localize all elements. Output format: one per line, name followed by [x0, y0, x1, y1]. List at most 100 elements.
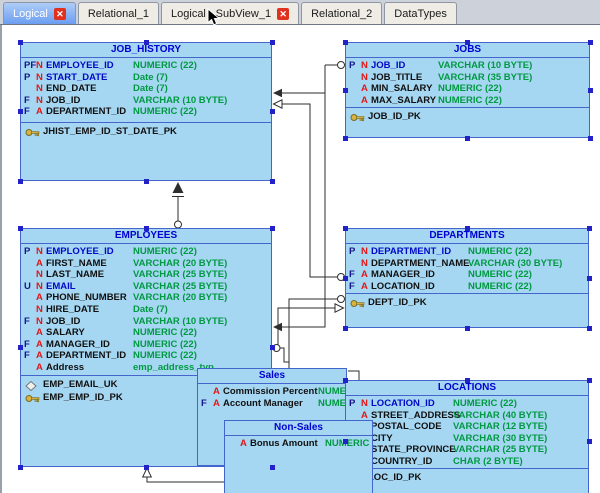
- tab-logical[interactable]: Logical✕: [3, 2, 76, 24]
- selection-handle[interactable]: [17, 178, 23, 184]
- relationship-sales-locations[interactable]: [348, 370, 360, 380]
- attribute-name: POSTAL_CODE: [371, 421, 442, 433]
- selection-handle[interactable]: [342, 39, 348, 45]
- attribute-row-city[interactable]: NCITYVARCHAR (30 BYTE): [346, 433, 588, 445]
- mandatory-marker: N: [361, 246, 368, 257]
- selection-handle[interactable]: [17, 39, 23, 45]
- selection-handle[interactable]: [586, 225, 592, 231]
- selection-handle[interactable]: [143, 225, 149, 231]
- selection-handle[interactable]: [586, 377, 592, 383]
- selection-handle[interactable]: [342, 275, 348, 281]
- key-row-dept-id-pk[interactable]: DEPT_ID_PK: [346, 297, 588, 310]
- selection-handle[interactable]: [17, 345, 23, 350]
- relationship-departments-employees[interactable]: [272, 295, 345, 369]
- tab-relational-1[interactable]: Relational_1: [77, 2, 160, 24]
- tab-close-icon[interactable]: ✕: [277, 7, 290, 20]
- key-marker: PF: [24, 60, 37, 71]
- selection-handle[interactable]: [269, 345, 275, 350]
- selection-handle[interactable]: [143, 178, 149, 184]
- tab-relational-2[interactable]: Relational_2: [301, 2, 383, 24]
- selection-handle[interactable]: [269, 109, 275, 114]
- selection-handle[interactable]: [464, 325, 470, 331]
- key-row-loc-id-pk[interactable]: LOC_ID_PK: [346, 472, 588, 485]
- selection-handle[interactable]: [587, 39, 593, 45]
- selection-handle[interactable]: [269, 464, 275, 470]
- relationship-nonsales-employees[interactable]: [141, 466, 224, 483]
- selection-handle[interactable]: [464, 377, 470, 383]
- selection-handle[interactable]: [342, 87, 348, 93]
- selection-handle[interactable]: [342, 325, 348, 331]
- selection-handle[interactable]: [465, 135, 470, 141]
- selection-handle[interactable]: [269, 39, 275, 45]
- key-row-emp-email-uk[interactable]: EMP_EMAIL_UK: [21, 379, 271, 392]
- selection-handle[interactable]: [17, 464, 23, 470]
- selection-handle[interactable]: [17, 109, 23, 114]
- selection-handle[interactable]: [464, 225, 470, 231]
- tab-close-icon[interactable]: ✕: [53, 7, 66, 20]
- selection-handle[interactable]: [342, 438, 348, 444]
- relationship-jobhistory-employees[interactable]: [172, 182, 184, 229]
- selection-handle[interactable]: [342, 377, 348, 383]
- relationship-jobhistory-jobs[interactable]: [273, 61, 345, 98]
- selection-handle[interactable]: [587, 87, 593, 93]
- tab-datatypes[interactable]: DataTypes: [384, 2, 457, 24]
- selection-handle[interactable]: [143, 464, 149, 470]
- key-row-emp-emp-id-pk[interactable]: EMP_EMP_ID_PK: [21, 392, 271, 405]
- tab-label: Logical - SubView_1: [171, 7, 272, 20]
- selection-handle[interactable]: [586, 325, 592, 331]
- key-row-jhist-emp-id-st-date-pk[interactable]: JHIST_EMP_ID_ST_DATE_PK: [21, 126, 271, 139]
- tab-logical-subview-1[interactable]: Logical - SubView_1 ✕: [161, 2, 300, 24]
- selection-handle[interactable]: [587, 135, 593, 141]
- selection-handle[interactable]: [342, 135, 348, 141]
- selection-handle[interactable]: [586, 275, 592, 281]
- selection-handle[interactable]: [143, 39, 149, 45]
- selection-handle[interactable]: [342, 225, 348, 231]
- key-row-job-id-pk[interactable]: JOB_ID_PK: [346, 111, 589, 124]
- selection-handle[interactable]: [269, 178, 275, 184]
- selection-handle[interactable]: [465, 39, 470, 45]
- relationship-employees-departments[interactable]: [277, 302, 345, 345]
- selection-handle[interactable]: [269, 225, 275, 231]
- selection-handle[interactable]: [586, 438, 592, 444]
- selection-handle[interactable]: [17, 225, 23, 231]
